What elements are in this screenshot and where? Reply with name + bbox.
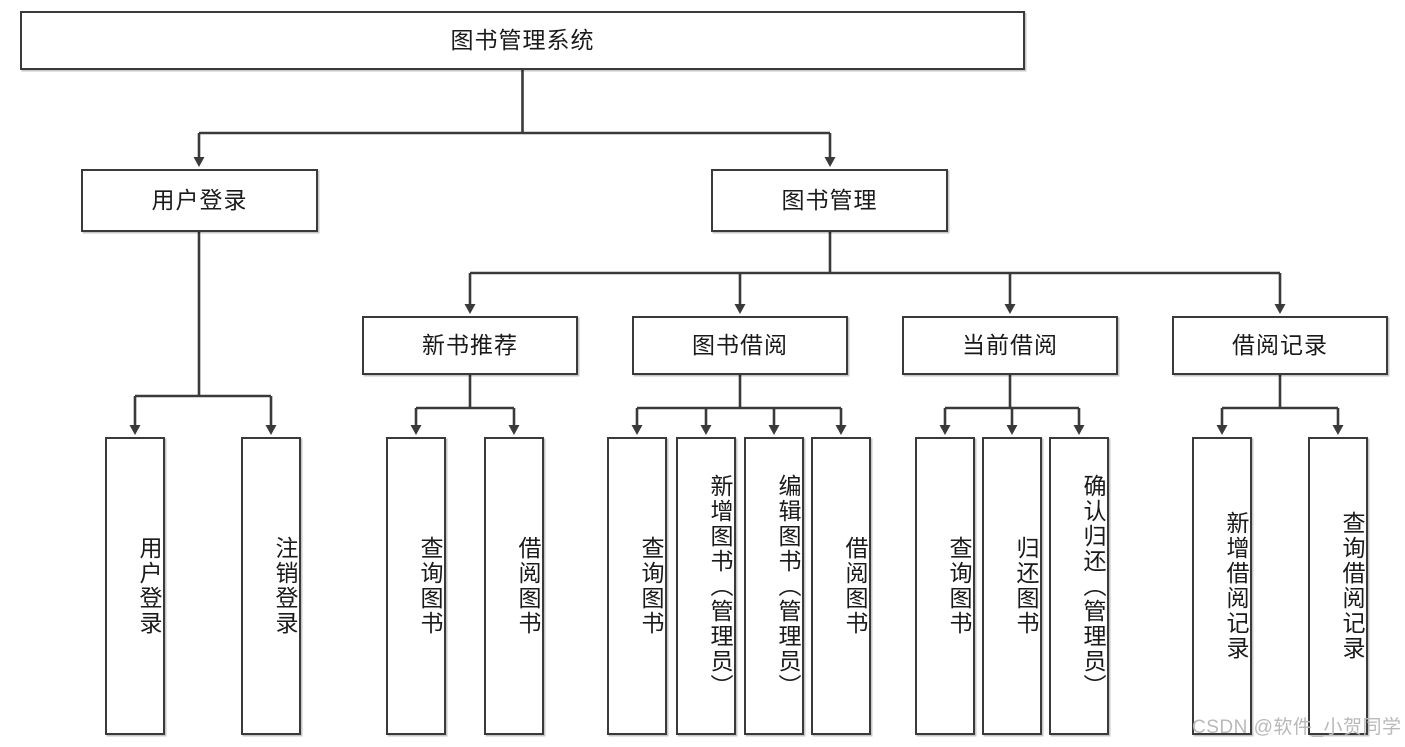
leaf-user-login-login[interactable]: 用户登录: [105, 437, 165, 735]
node-label: 图书管理: [781, 186, 878, 213]
node-label: 借阅记录: [1232, 331, 1328, 358]
node-label: 借阅图书: [842, 536, 868, 636]
node-label: 新书推荐: [422, 331, 518, 358]
node-label: 查询图书: [638, 536, 664, 636]
node-label: 用户登录: [136, 536, 162, 636]
node-borrow-record[interactable]: 借阅记录: [1172, 316, 1388, 375]
node-label: 图书管理系统: [450, 26, 595, 53]
node-label: 确认归还（管理员）: [1080, 473, 1106, 699]
leaf-borrow-record-add-record[interactable]: 新增借阅记录: [1192, 437, 1252, 735]
node-label: 注销登录: [272, 536, 298, 636]
leaf-current-borrow-query-book[interactable]: 查询图书: [915, 437, 975, 735]
node-label: 当前借阅: [962, 331, 1058, 358]
node-label: 查询图书: [417, 536, 443, 636]
leaf-new-book-borrow-book[interactable]: 借阅图书: [484, 437, 544, 735]
node-label: 新增借阅记录: [1223, 511, 1249, 661]
node-label: 归还图书: [1013, 536, 1039, 636]
leaf-current-borrow-confirm-return-admin[interactable]: 确认归还（管理员）: [1049, 437, 1109, 735]
node-book-management[interactable]: 图书管理: [711, 169, 948, 232]
leaf-current-borrow-return-book[interactable]: 归还图书: [982, 437, 1042, 735]
node-root-book-management-system[interactable]: 图书管理系统: [20, 11, 1025, 70]
node-label: 新增图书（管理员）: [707, 473, 733, 699]
node-label: 借阅图书: [515, 536, 541, 636]
leaf-book-borrow-add-book-admin[interactable]: 新增图书（管理员）: [676, 437, 736, 735]
leaf-book-borrow-query-book[interactable]: 查询图书: [607, 437, 667, 735]
leaf-new-book-query-book[interactable]: 查询图书: [386, 437, 446, 735]
leaf-book-borrow-borrow-book[interactable]: 借阅图书: [811, 437, 871, 735]
node-label: 图书借阅: [692, 331, 788, 358]
node-label: 查询图书: [946, 536, 972, 636]
node-book-borrow[interactable]: 图书借阅: [632, 316, 848, 375]
node-current-borrow[interactable]: 当前借阅: [902, 316, 1118, 375]
leaf-user-login-logout[interactable]: 注销登录: [241, 437, 301, 735]
node-user-login[interactable]: 用户登录: [81, 169, 318, 232]
node-label: 查询借阅记录: [1339, 511, 1365, 661]
leaf-book-borrow-edit-book-admin[interactable]: 编辑图书（管理员）: [744, 437, 804, 735]
node-label: 用户登录: [151, 186, 248, 213]
node-new-book-recommend[interactable]: 新书推荐: [362, 316, 578, 375]
csdn-watermark: CSDN @软件_小贺同学: [1192, 717, 1402, 738]
leaf-borrow-record-query-record[interactable]: 查询借阅记录: [1308, 437, 1368, 735]
node-label: 编辑图书（管理员）: [775, 473, 801, 699]
